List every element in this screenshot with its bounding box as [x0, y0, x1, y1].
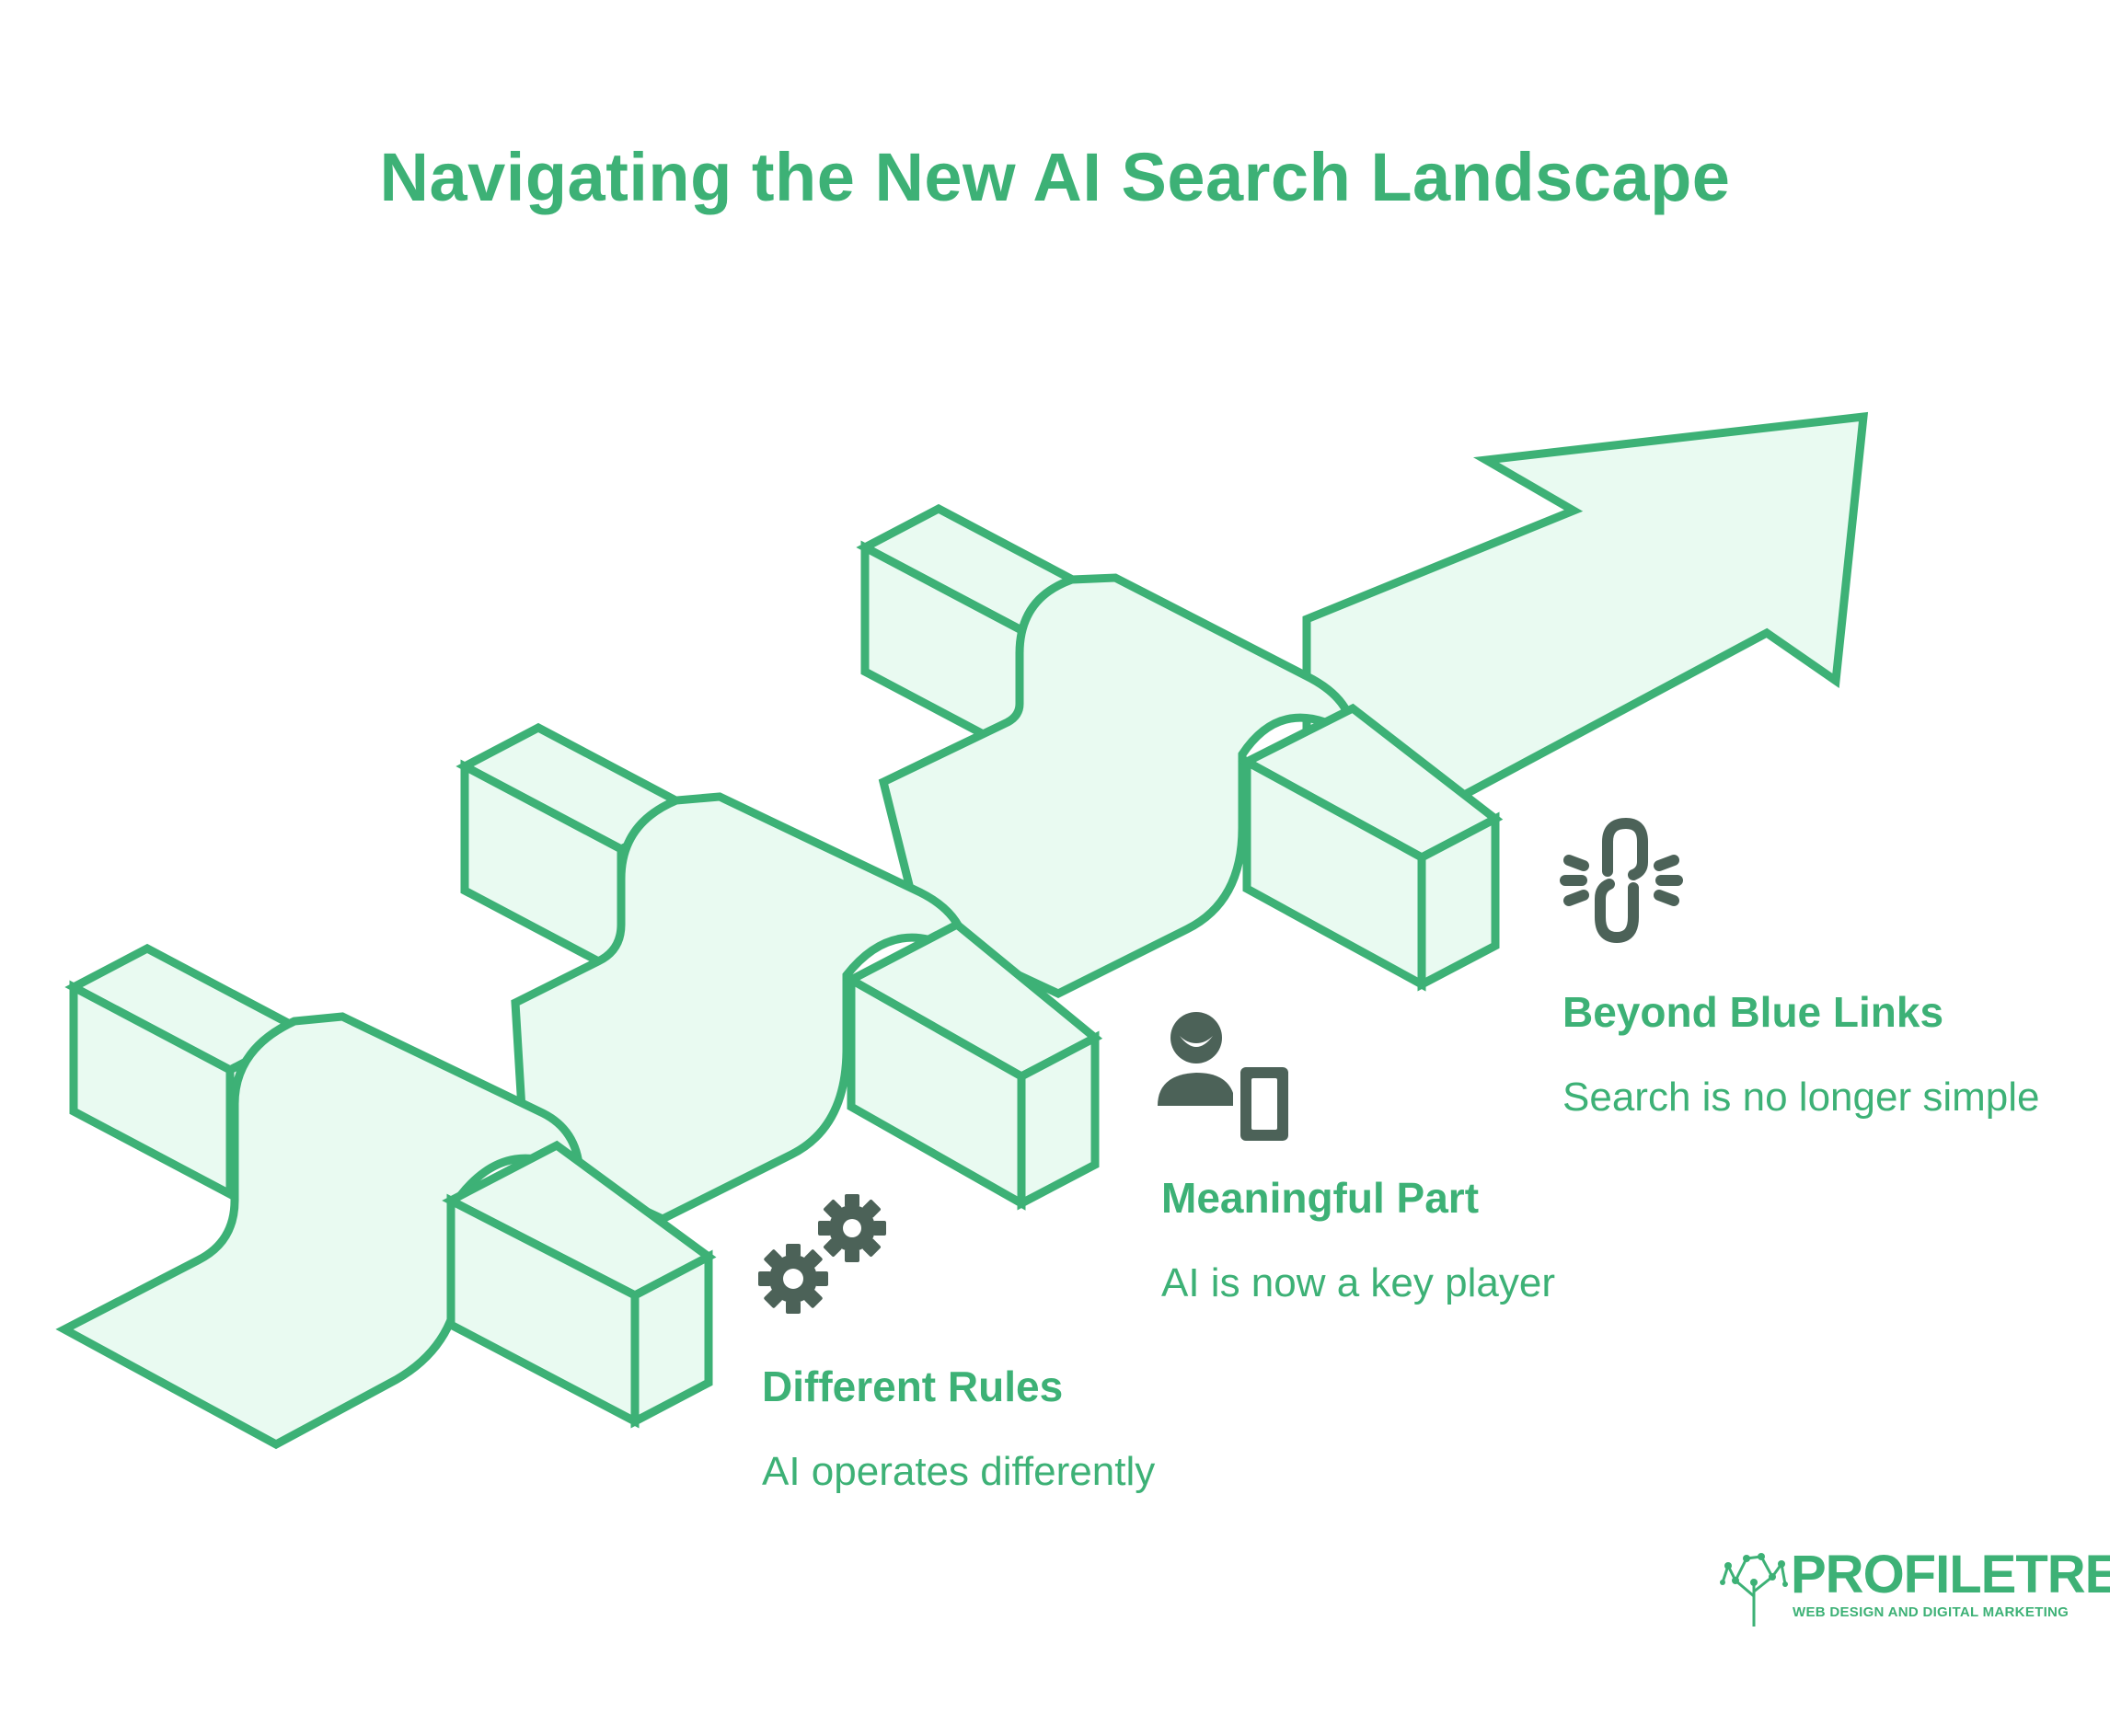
- tree-icon: [1720, 1553, 1788, 1627]
- step-description: Search is no longer simple: [1562, 1075, 2040, 1120]
- profiletree-logo: PROFILETREE WEB DESIGN AND DIGITAL MARKE…: [1719, 1546, 2110, 1628]
- block-1-front: [69, 980, 235, 1201]
- logo-wordmark: PROFILETREE: [1791, 1545, 2110, 1604]
- step-description: AI operates differently: [762, 1449, 1156, 1494]
- step-title: Meaningful Part: [1161, 1174, 1480, 1222]
- step-title: Different Rules: [762, 1362, 1064, 1410]
- page-title: Navigating the New AI Search Landscape: [379, 139, 1731, 215]
- block-1-right-side: [630, 1249, 713, 1429]
- logo-tagline: WEB DESIGN AND DIGITAL MARKETING: [1793, 1604, 2070, 1620]
- block-2-right-side: [1017, 1030, 1100, 1211]
- person-device-icon: [1158, 1012, 1288, 1141]
- block-3-right-side: [1417, 811, 1500, 992]
- step-title: Beyond Blue Links: [1562, 988, 1944, 1036]
- gears-icon: [758, 1194, 886, 1314]
- broken-link-icon: [1560, 817, 1683, 944]
- step-description: AI is now a key player: [1161, 1260, 1555, 1305]
